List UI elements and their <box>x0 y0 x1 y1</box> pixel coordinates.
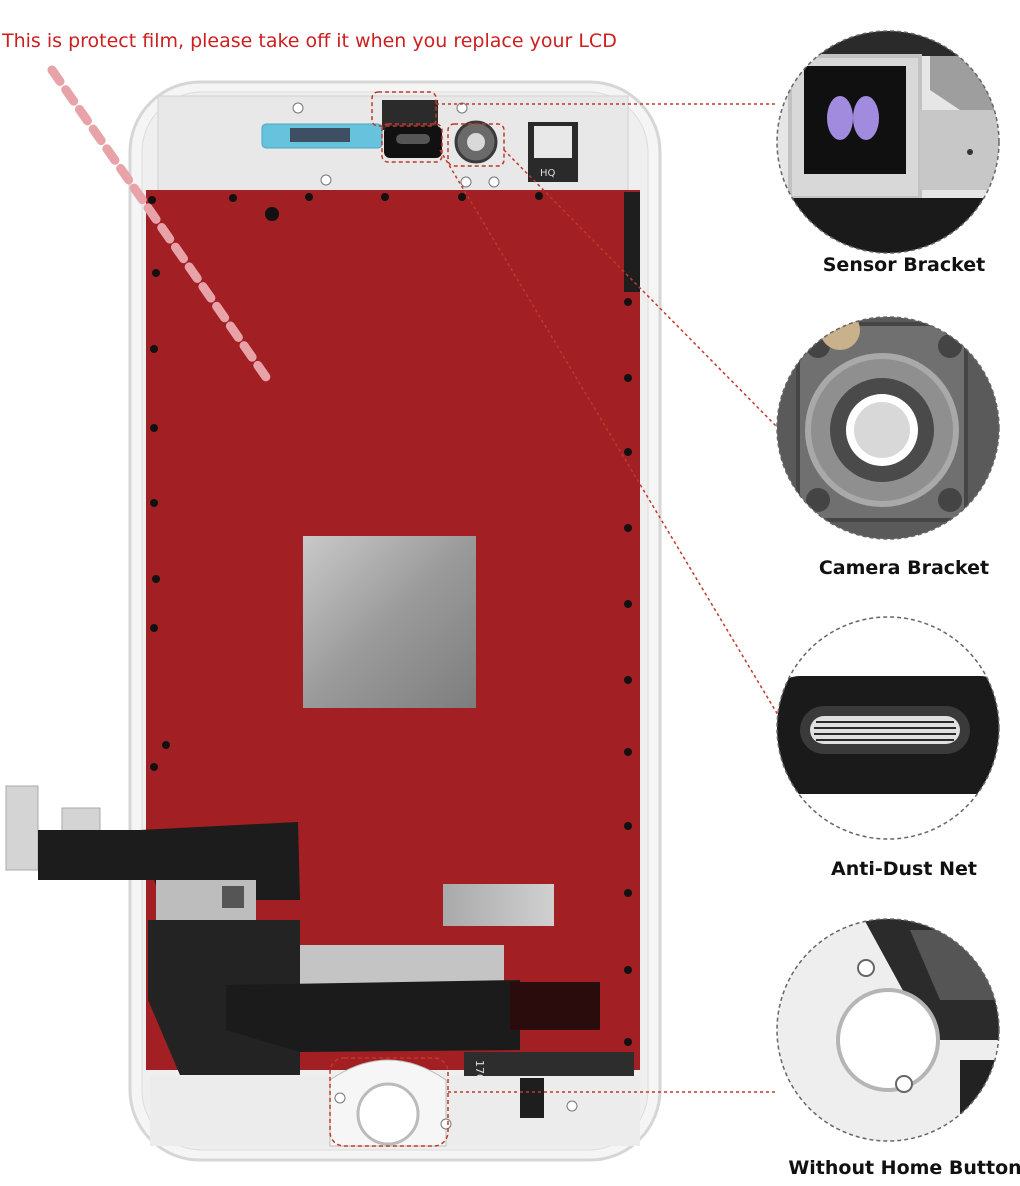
hq-sticker-text: HQ <box>540 168 556 179</box>
camera-bracket-callout <box>776 316 1000 540</box>
without-home-button-label: Without Home Button <box>788 1157 1020 1179</box>
protect-film-annotation: This is protect film, please take off it… <box>2 30 617 52</box>
anti-dust-net-callout <box>776 616 1000 840</box>
flex-cables: 17G-SF <box>5 785 634 1100</box>
without-home-button-callout <box>776 918 1000 1142</box>
home-bracket-area <box>150 1059 640 1147</box>
sensor-bracket-label: Sensor Bracket <box>822 254 986 276</box>
callout-lines <box>436 103 779 1093</box>
highlight-boxes <box>329 91 505 1147</box>
film-pointer-line <box>47 65 273 385</box>
anti-dust-net-label: Anti-Dust Net <box>831 858 977 880</box>
sensor-bracket-callout <box>776 30 1000 254</box>
camera-bracket-label: Camera Bracket <box>818 557 990 579</box>
